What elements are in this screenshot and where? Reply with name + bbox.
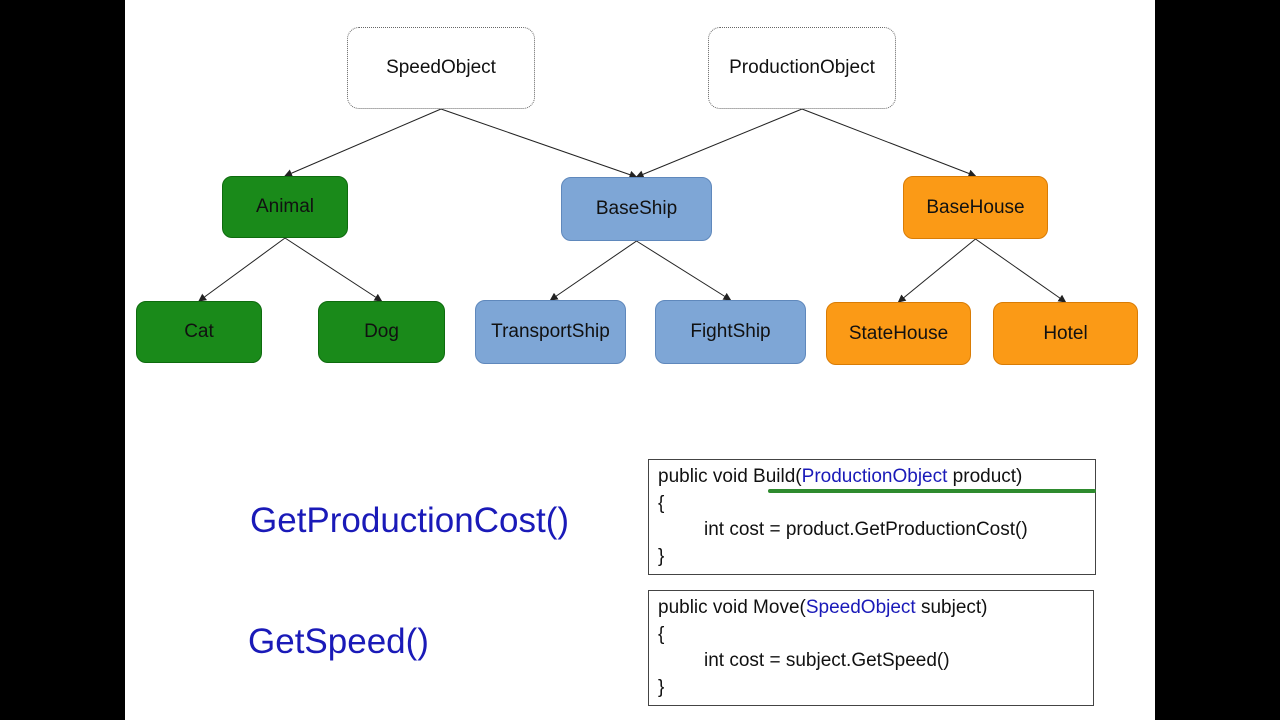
edge-speed_object-to-animal	[284, 108, 442, 177]
edge-production_object-to-base_house	[801, 108, 977, 178]
node-label: BaseShip	[595, 198, 678, 219]
edge-base_ship-to-fight_ship	[636, 240, 732, 301]
code-open-brace: {	[658, 623, 665, 645]
code-signature-prefix: public void Build(	[658, 466, 802, 487]
node-label: TransportShip	[491, 321, 610, 342]
edge-animal-to-cat	[198, 237, 286, 302]
highlight-underline	[768, 489, 1096, 493]
node-label: Cat	[184, 321, 214, 342]
node-dog: Dog	[318, 301, 445, 363]
node-fight-ship: FightShip	[655, 300, 806, 364]
node-label: StateHouse	[848, 322, 949, 344]
slide: SpeedObject ProductionObject Animal Base…	[125, 0, 1155, 720]
edge-base_house-to-hotel	[975, 238, 1067, 303]
node-label: SpeedObject	[386, 57, 496, 78]
edge-speed_object-to-base_ship	[440, 108, 638, 179]
code-block-move: public void Move(SpeedObject subject) { …	[648, 590, 1094, 706]
node-label: FightShip	[690, 321, 771, 342]
node-label: ProductionObject	[729, 57, 875, 78]
code-body-line: int cost = product.GetProductionCost()	[704, 519, 1028, 540]
code-signature-suffix: subject)	[915, 597, 988, 618]
node-cat: Cat	[136, 301, 262, 363]
code-type-speed-object: SpeedObject	[805, 597, 916, 618]
code-body-line: int cost = subject.GetSpeed()	[704, 650, 950, 671]
node-production-object: ProductionObject	[708, 27, 896, 109]
code-signature-suffix: product)	[947, 466, 1023, 487]
code-block-build: public void Build(ProductionObject produ…	[648, 459, 1096, 575]
node-state-house: StateHouse	[826, 302, 971, 365]
node-label: Hotel	[1043, 322, 1088, 344]
node-label: Dog	[364, 321, 399, 342]
hierarchy-links	[198, 108, 1067, 303]
code-signature: public void Build(ProductionObject produ…	[658, 464, 1086, 491]
node-label: Animal	[255, 196, 315, 217]
code-close-brace: }	[658, 676, 665, 698]
method-get-speed: GetSpeed()	[248, 622, 429, 661]
node-label: BaseHouse	[926, 196, 1025, 218]
edge-production_object-to-base_ship	[635, 108, 803, 179]
code-open-brace: {	[658, 492, 665, 514]
node-base-house: BaseHouse	[903, 176, 1048, 239]
node-animal: Animal	[222, 176, 348, 238]
code-signature-prefix: public void Move(	[658, 597, 806, 618]
method-get-production-cost: GetProductionCost()	[250, 501, 570, 540]
edge-base_house-to-state_house	[897, 238, 976, 303]
node-speed-object: SpeedObject	[347, 27, 535, 109]
edge-animal-to-dog	[284, 237, 383, 302]
node-base-ship: BaseShip	[561, 177, 712, 241]
node-hotel: Hotel	[993, 302, 1138, 365]
code-close-brace: }	[658, 545, 665, 567]
edge-base_ship-to-transport_ship	[549, 240, 637, 301]
code-type-production-object: ProductionObject	[801, 466, 948, 487]
node-transport-ship: TransportShip	[475, 300, 626, 364]
code-signature: public void Move(SpeedObject subject)	[658, 595, 1084, 622]
